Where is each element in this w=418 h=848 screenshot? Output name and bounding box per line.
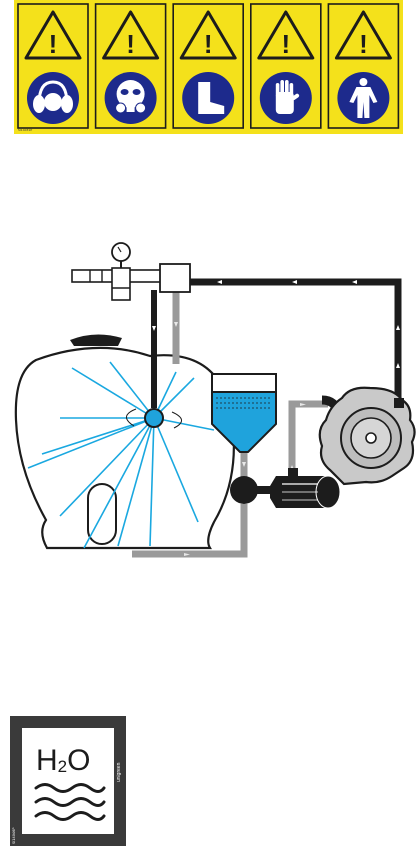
protective-gloves-icon <box>260 72 312 124</box>
water-label: H2O unigreen SI14046P <box>10 716 126 846</box>
washing-circuit-diagram <box>16 243 415 556</box>
warning-strip: !!!!! SI14031P <box>14 0 403 134</box>
manifold-distributor-block <box>160 264 190 292</box>
tank-washing-nozzle <box>145 409 163 427</box>
manifold-valve-body <box>112 268 130 300</box>
safety-boots-icon <box>182 72 234 124</box>
warning-triangle-symbol: ! <box>359 29 368 59</box>
warning-triangle-symbol: ! <box>281 29 290 59</box>
protective-overalls-icon <box>337 72 389 124</box>
filter <box>230 476 272 504</box>
warning-triangle-symbol: ! <box>49 29 58 59</box>
strip-code-text: SI14031P <box>18 128 32 132</box>
ear-protection-icon <box>27 72 79 124</box>
tank-lid <box>70 334 122 346</box>
control-valve-manifold <box>72 243 190 300</box>
warning-triangle-symbol: ! <box>126 29 135 59</box>
clean-water-tank-top <box>212 374 276 392</box>
respirator-mask-icon <box>105 72 157 124</box>
pump <box>270 468 340 508</box>
filter-body <box>230 476 258 504</box>
warning-triangle-symbol: ! <box>204 29 213 59</box>
water-label-code: SI14046P <box>12 828 16 845</box>
water-label-brand: unigreen <box>116 762 122 782</box>
pump-head <box>316 476 340 508</box>
engine-hub <box>366 433 376 443</box>
tank <box>16 334 234 548</box>
